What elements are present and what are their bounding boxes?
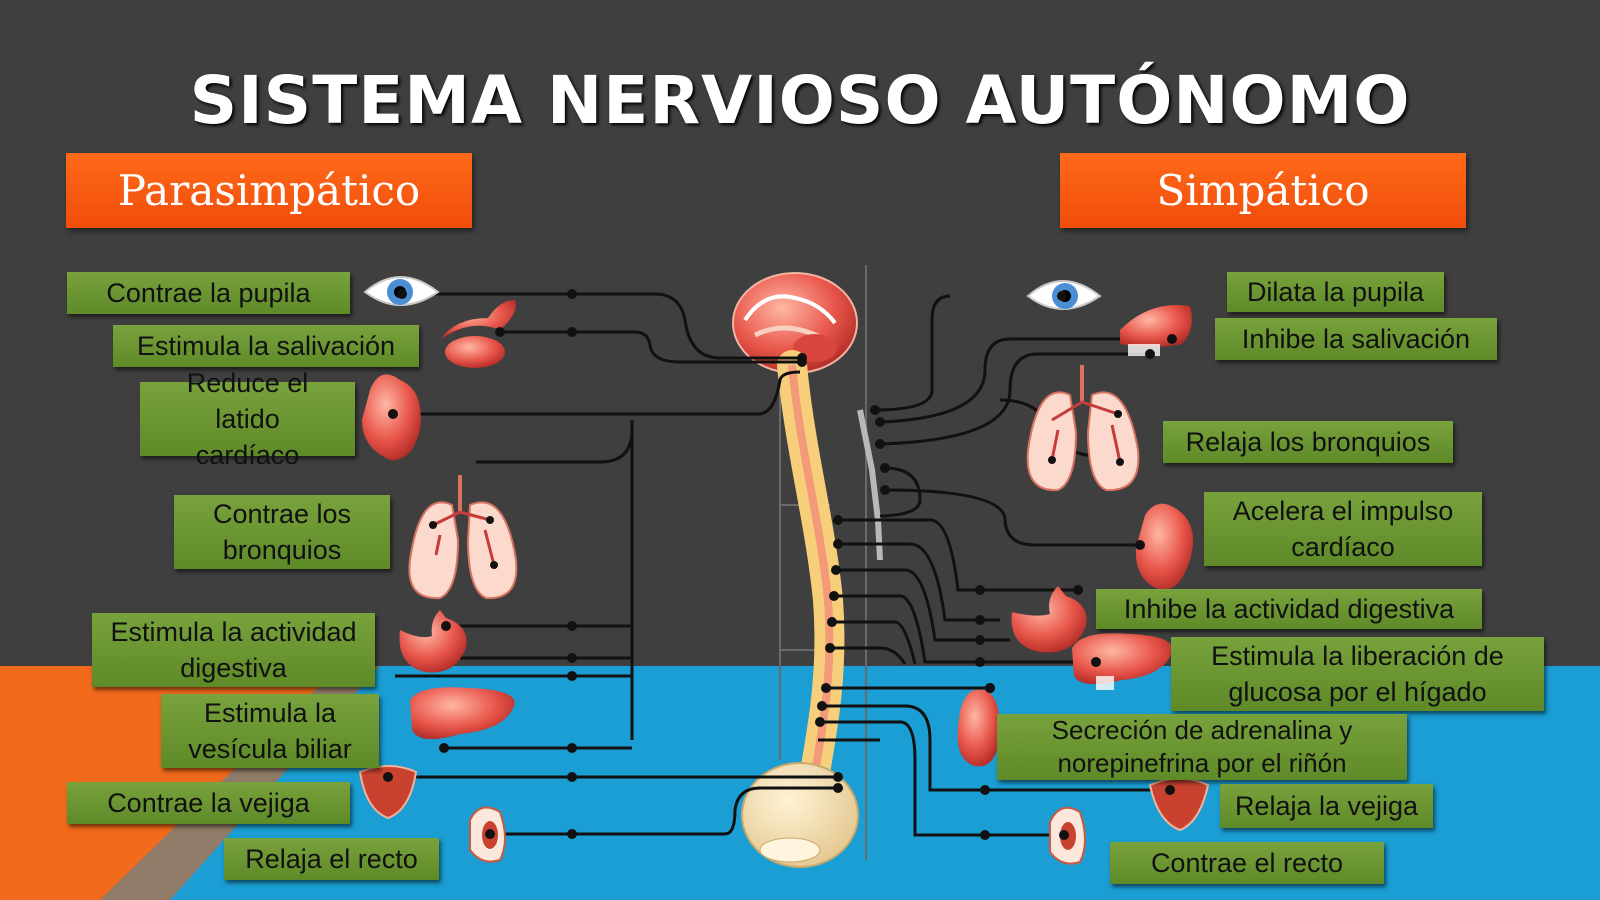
header-sympathetic: Simpático	[1060, 153, 1466, 228]
salivary-gland-icon-right	[1120, 305, 1192, 359]
label-relaja-bronquios: Relaja los bronquios	[1163, 421, 1453, 463]
header-parasympathetic: Parasimpático	[66, 153, 472, 228]
salivary-gland-icon-left	[440, 300, 516, 368]
spinal-cord-icon	[741, 350, 883, 868]
label-relaja-recto: Relaja el recto	[224, 838, 439, 880]
label-acelera-impulso: Acelera el impulso cardíaco	[1204, 492, 1482, 566]
label-contrae-bronquios: Contrae los bronquios	[174, 495, 390, 569]
eye-icon-right	[1026, 280, 1102, 310]
label-estimula-actividad-digestiva: Estimula la actividad digestiva	[92, 613, 375, 687]
eye-icon-left	[363, 276, 440, 306]
junction-dots	[567, 289, 1083, 840]
stomach-icon-left	[399, 610, 467, 673]
label-contrae-pupila: Contrae la pupila	[67, 272, 350, 314]
label-contrae-vejiga: Contrae la vejiga	[67, 782, 350, 824]
label-liberacion-glucosa: Estimula la liberación de glucosa por el…	[1171, 637, 1544, 711]
label-reduce-latido: Reduce el latido cardíaco	[140, 368, 355, 470]
bladder-icon-left	[358, 765, 418, 820]
label-inhibe-actividad-digestiva: Inhibe la actividad digestiva	[1096, 589, 1482, 629]
label-secrecion-adrenalina: Secreción de adrenalina y norepinefrina …	[997, 714, 1407, 780]
lungs-icon-left	[408, 475, 518, 600]
label-inhibe-salivacion: Inhibe la salivación	[1215, 318, 1497, 360]
label-dilata-pupila: Dilata la pupila	[1227, 272, 1444, 312]
label-contrae-recto: Contrae el recto	[1110, 842, 1384, 884]
heart-icon-left	[362, 374, 421, 461]
bladder-icon-right	[1148, 777, 1210, 832]
rectum-icon-right	[1049, 806, 1086, 865]
rectum-icon-left	[469, 806, 506, 863]
liver-icon-left	[410, 687, 515, 753]
label-estimula-salivacion: Estimula la salivación	[113, 325, 419, 367]
stomach-icon-right	[1011, 586, 1087, 653]
page-title: SISTEMA NERVIOSO AUTÓNOMO	[189, 62, 1411, 139]
kidney-icon	[957, 683, 1000, 767]
lungs-icon-right	[1026, 365, 1140, 492]
label-estimula-vesicula: Estimula la vesícula biliar	[161, 694, 379, 768]
liver-icon-right	[1072, 633, 1173, 690]
label-relaja-vejiga: Relaja la vejiga	[1220, 784, 1433, 828]
heart-icon-right	[1135, 503, 1194, 591]
